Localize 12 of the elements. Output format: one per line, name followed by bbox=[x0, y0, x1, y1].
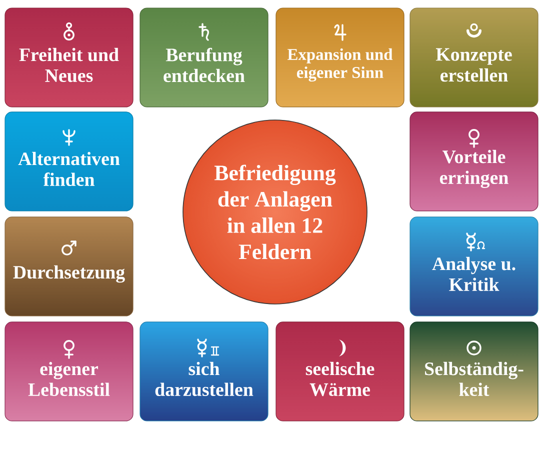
text-tile: Analyse u. Kritik bbox=[410, 216, 538, 316]
text-tile: Konzepte erstellen bbox=[410, 8, 538, 108]
text-tile: Selbständig- keit bbox=[410, 322, 538, 422]
text-tile: Berufung entdecken bbox=[140, 8, 268, 108]
text-tile: Freiheit und Neues bbox=[4, 8, 134, 108]
text-tile: Vorteile erringen bbox=[410, 112, 538, 212]
text-tile: eigener Lebensstil bbox=[4, 322, 134, 422]
text-tile: Alternativen finden bbox=[4, 112, 134, 212]
text-tile: Durchsetzung bbox=[4, 216, 134, 316]
text-tile: Expansion und eigener Sinn bbox=[276, 8, 404, 108]
text-tile: sich darzustellen bbox=[140, 322, 268, 422]
text-tile: seelische Wärme bbox=[276, 322, 404, 422]
